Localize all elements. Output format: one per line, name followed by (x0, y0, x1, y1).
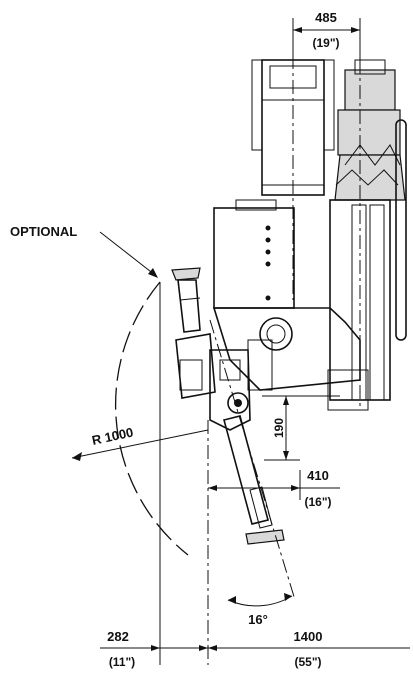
angle-label: 16° (248, 612, 268, 627)
radius-arrowhead (72, 452, 82, 461)
angle-dimension (227, 593, 293, 607)
optional-arrowhead (148, 268, 158, 278)
top-width-in-label: (19") (312, 36, 339, 50)
optional-leader-line (99, 231, 156, 276)
boom-column (327, 59, 407, 411)
optional-label: OPTIONAL (10, 224, 77, 239)
radius-line (71, 429, 209, 459)
base-width-mm-label: 1400 (294, 629, 323, 644)
left-offset-in-label: (11") (109, 655, 135, 669)
horizontal-dimension-410 (208, 470, 340, 500)
base-width-in-label: (55") (294, 655, 321, 669)
mast-assembly (251, 30, 335, 300)
central-body (212, 199, 361, 397)
left-offset-mm-label: 282 (107, 629, 129, 644)
bottom-dimensions (100, 645, 410, 651)
vertical-dimension-190 (264, 395, 300, 461)
vertical-offset-label: 190 (272, 418, 286, 438)
top-width-mm-label: 485 (315, 10, 337, 25)
horizontal-offset-mm-label: 410 (307, 468, 329, 483)
radius-label: R 1000 (91, 425, 135, 448)
optional-outrigger (171, 267, 216, 399)
top-dimension (292, 18, 361, 60)
horizontal-offset-in-label: (16") (304, 495, 331, 509)
swing-radius-arc (114, 281, 189, 556)
